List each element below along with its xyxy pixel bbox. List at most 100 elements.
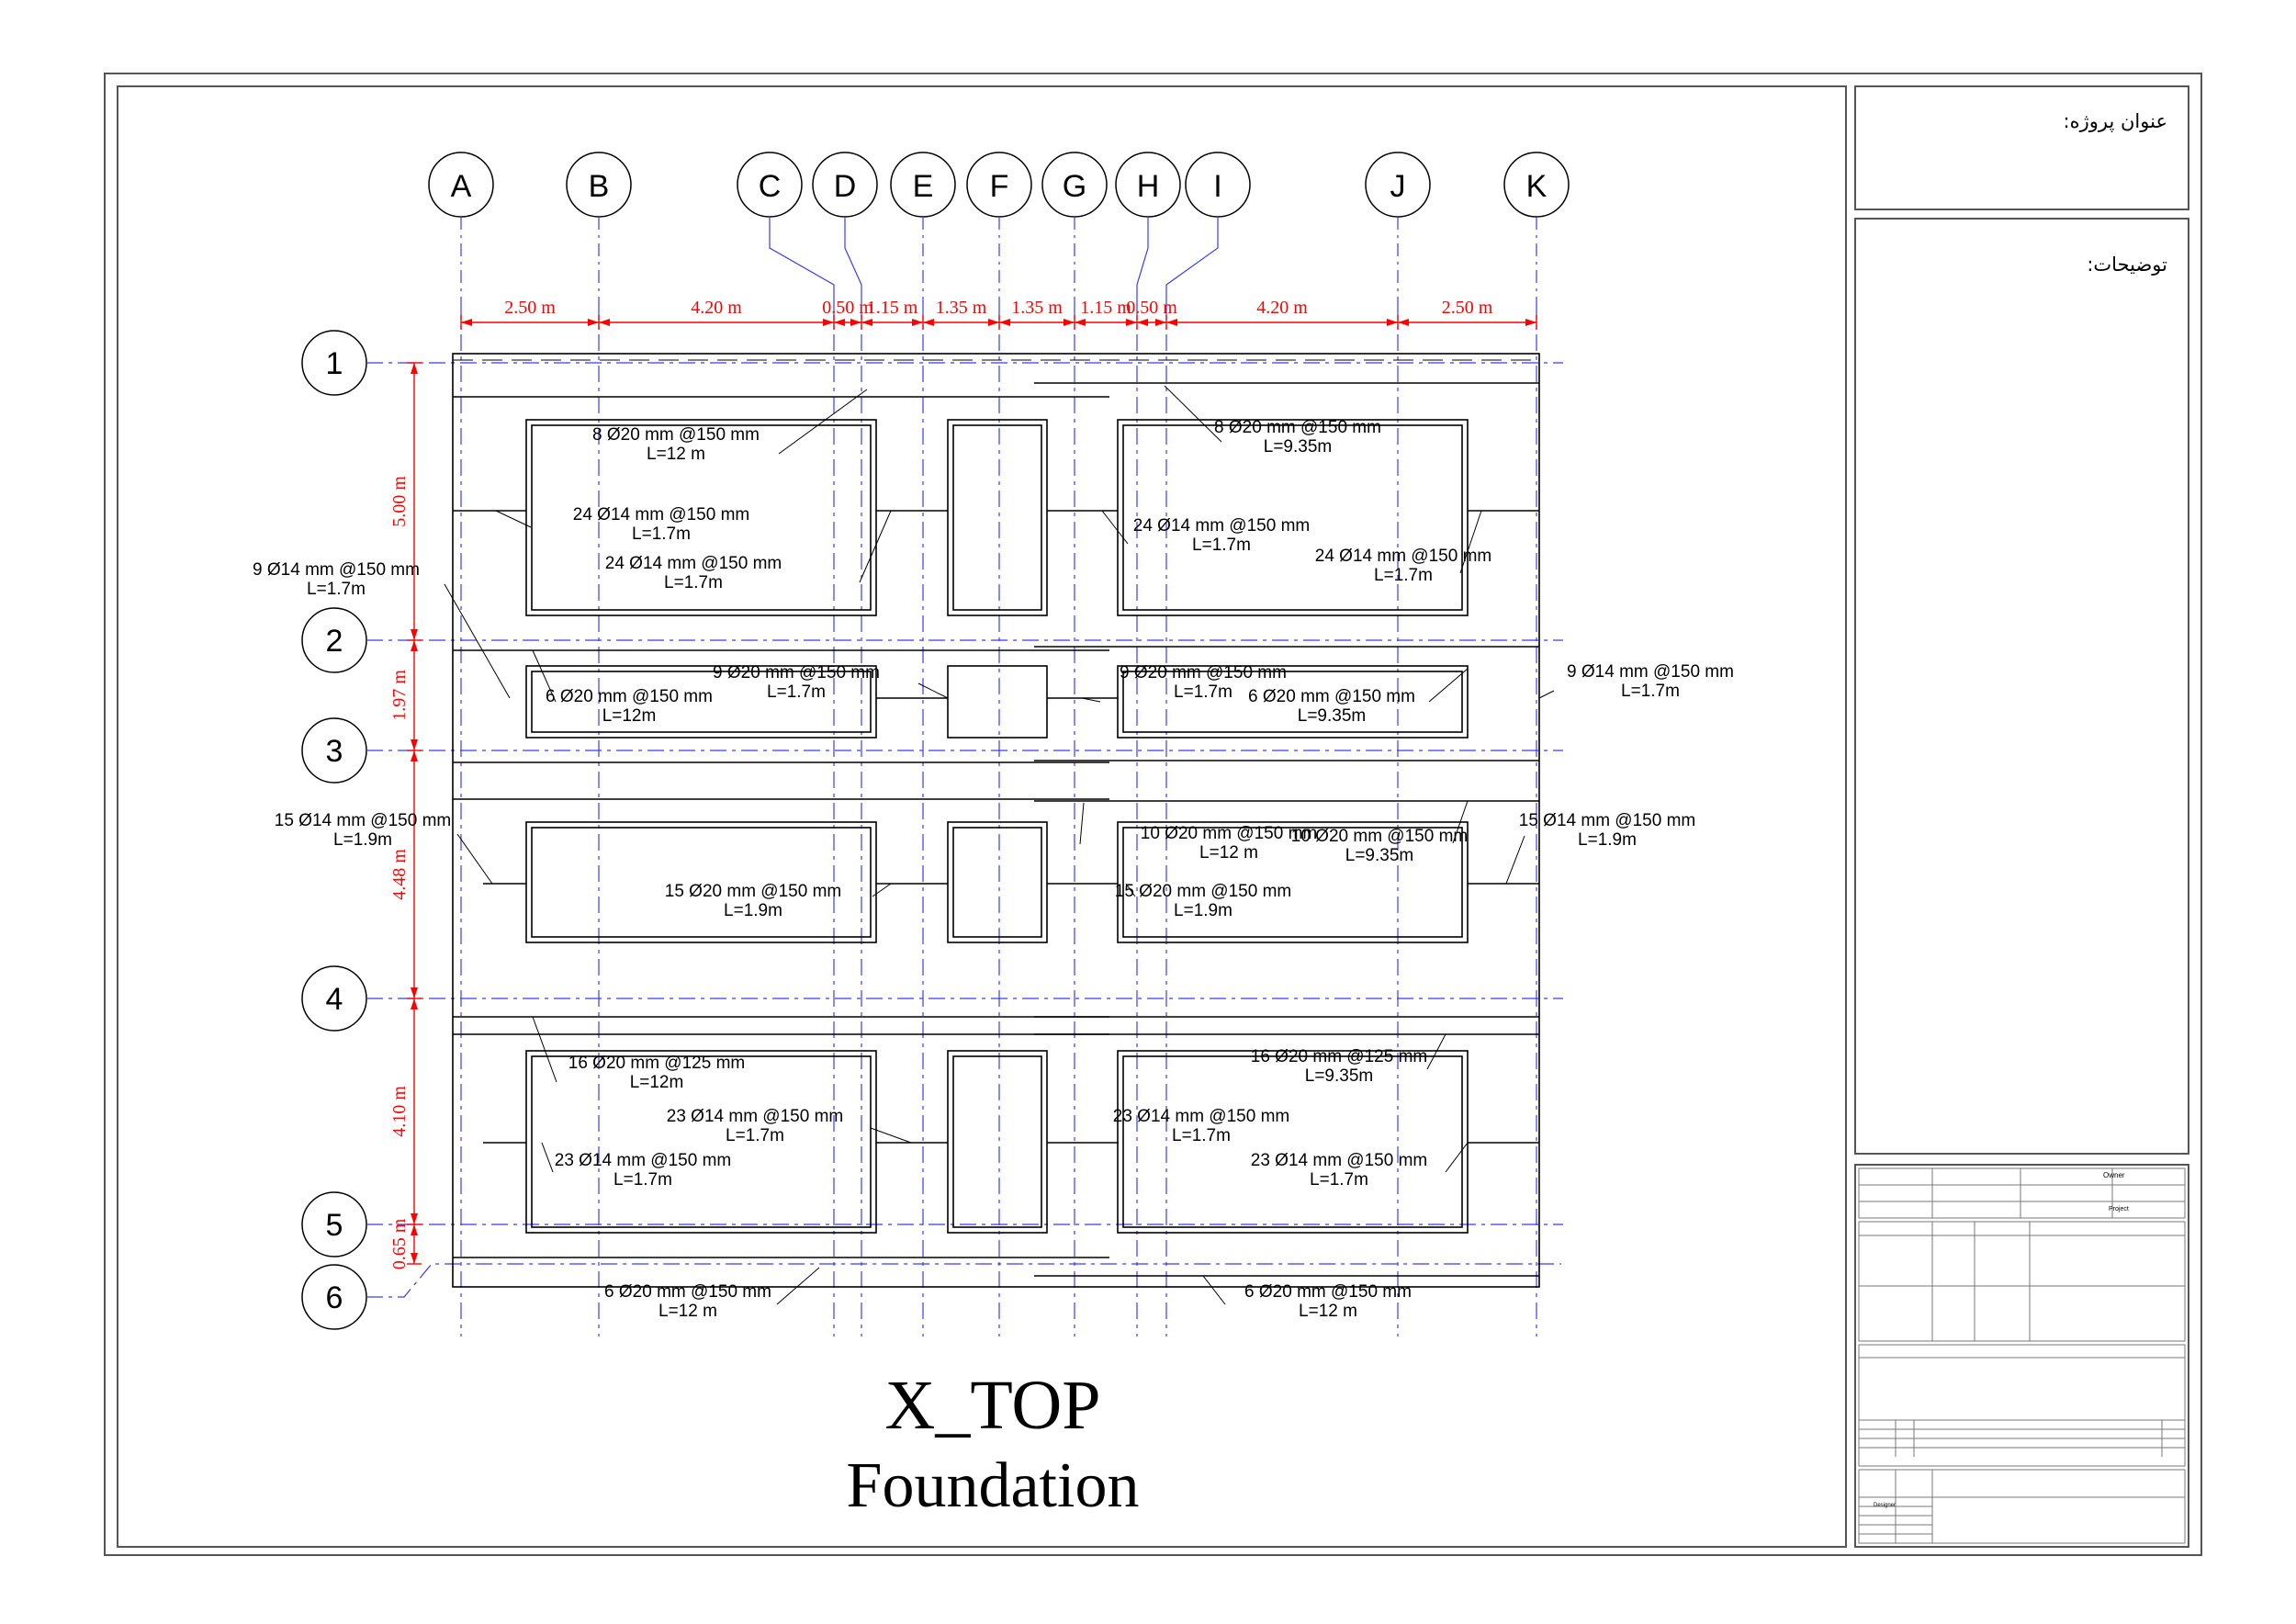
- title-block-table: [1858, 1167, 2186, 1544]
- axis-e: E: [890, 152, 956, 1336]
- dimension-arrow: [411, 363, 418, 374]
- rebar-leader: [778, 389, 868, 455]
- rebar-leader: [917, 682, 949, 699]
- rebar-spec: 24 Ø14 mm @150 mm: [1315, 547, 1491, 566]
- dimension-label: 1.35 m: [1011, 298, 1063, 318]
- axis-label: D: [834, 169, 857, 204]
- axis-label: 5: [326, 1208, 343, 1243]
- axis-5: 5: [301, 1191, 1563, 1257]
- dimension-arrow: [1387, 319, 1398, 326]
- rebar-leader: [1428, 668, 1469, 703]
- footing-inner: [952, 1055, 1042, 1228]
- footing-inner: [531, 1055, 872, 1228]
- top-dimension: 4.20 m: [1165, 298, 1398, 330]
- rebar-length: L=12 m: [658, 1302, 717, 1321]
- dimension-arrow: [411, 739, 418, 750]
- rebar-length: L=9.35m: [1298, 706, 1366, 726]
- rebar-annotation: 6 Ø20 mm @150 mmL=12 m: [1244, 1282, 1412, 1321]
- rebar-leader: [1426, 1033, 1446, 1070]
- rebar-length: L=1.9m: [1174, 901, 1232, 920]
- axis-b: B: [566, 152, 632, 1336]
- dimension-arrow: [861, 319, 872, 326]
- axis-leader: [769, 217, 835, 303]
- footing-outer: [1117, 821, 1469, 943]
- rebar-length: L=1.9m: [724, 901, 782, 920]
- footing-right-2: [1117, 665, 1469, 739]
- rebar-leader: [1164, 385, 1222, 443]
- axis-h: H: [1115, 152, 1181, 1336]
- axis-label: C: [759, 169, 782, 204]
- rebar-length: L=1.7m: [1192, 536, 1251, 555]
- rebar-spec: 8 Ø20 mm @150 mm: [592, 425, 760, 445]
- left-dimension: 1.97 m: [389, 639, 422, 750]
- dimension-label: 1.15 m: [867, 298, 918, 318]
- rebar-leader: [1459, 510, 1482, 574]
- rebar-spec: 16 Ø20 mm @125 mm: [568, 1054, 745, 1073]
- rebar-annotation: 24 Ø14 mm @150 mmL=1.7m: [1315, 547, 1491, 585]
- rebar-leader: [872, 883, 892, 897]
- rebar-length: L=1.7m: [632, 524, 691, 544]
- title-block-designer-label: Designer: [1874, 1503, 1896, 1508]
- rebar-leader: [1505, 835, 1525, 885]
- rebar-spec: 9 Ø20 mm @150 mm: [1120, 663, 1287, 682]
- dimension-arrow: [1126, 319, 1137, 326]
- rebar-leader: [1125, 883, 1136, 897]
- footing-outer: [1117, 665, 1469, 739]
- footing-left-1: [525, 419, 877, 616]
- rebar-leader: [1538, 690, 1555, 699]
- rebar-annotation: 15 Ø20 mm @150 mmL=1.9m: [1115, 882, 1291, 920]
- rebar-spec: 6 Ø20 mm @150 mm: [546, 687, 713, 706]
- drawing-frame: [117, 85, 1847, 1548]
- rebar-annotation: 24 Ø14 mm @150 mmL=1.7m: [573, 505, 749, 544]
- footing-outer: [525, 1050, 877, 1234]
- axis-label: G: [1063, 169, 1086, 204]
- footing-mid-3: [947, 821, 1048, 943]
- axis-label: E: [913, 169, 934, 204]
- description-label: توضیحات:: [2087, 254, 2167, 276]
- dimension-label: 2.50 m: [504, 298, 556, 318]
- rebar-annotation: 6 Ø20 mm @150 mmL=12m: [546, 687, 713, 726]
- rebar-spec: 15 Ø14 mm @150 mm: [275, 811, 451, 830]
- footing-inner: [1122, 424, 1463, 611]
- rebar-leaders: [444, 385, 1555, 1305]
- rebar-spec: 15 Ø14 mm @150 mm: [1519, 811, 1695, 830]
- rebar-annotation: 24 Ø14 mm @150 mmL=1.7m: [605, 554, 782, 592]
- axis-label: F: [990, 169, 1009, 204]
- rebar-annotation: 9 Ø20 mm @150 mmL=1.7m: [713, 663, 880, 702]
- rebar-spec: 23 Ø14 mm @150 mm: [1251, 1151, 1427, 1170]
- footing-outer: [947, 821, 1048, 943]
- footing-outer: [1117, 419, 1469, 616]
- axis-label: H: [1137, 169, 1160, 204]
- dimension-arrow: [588, 319, 599, 326]
- project-title-label: عنوان پروژه:: [2063, 110, 2167, 132]
- dimension-arrow: [411, 750, 418, 761]
- rebar-length: L=1.7m: [1374, 566, 1433, 585]
- rebar-length: L=12 m: [647, 445, 705, 464]
- dimension-arrow: [411, 1224, 418, 1235]
- axis-label: 6: [326, 1280, 343, 1315]
- drawing-subtitle: Foundation: [847, 1450, 1140, 1521]
- rebar-length: L=1.9m: [333, 830, 392, 850]
- axis-g: G: [1041, 152, 1108, 1336]
- rebar-leader: [1081, 697, 1101, 703]
- top-dimension: 1.15 m: [1074, 298, 1137, 330]
- rebar-annotation: 6 Ø20 mm @150 mmL=9.35m: [1248, 687, 1415, 726]
- rebar-annotation: 15 Ø20 mm @150 mmL=1.9m: [665, 882, 841, 920]
- footing-outer: [525, 419, 877, 616]
- dimension-label: 1.97 m: [389, 670, 410, 721]
- dimension-arrow: [411, 987, 418, 998]
- top-dimension: 4.20 m: [598, 298, 834, 330]
- rebar-spec: 24 Ø14 mm @150 mm: [1133, 516, 1310, 536]
- rebar-leader: [495, 510, 532, 528]
- axis-label: I: [1213, 169, 1221, 204]
- dimension-arrow: [1064, 319, 1075, 326]
- rebar-leader: [1101, 510, 1129, 545]
- footing-mid-4: [947, 1050, 1048, 1234]
- rebar-length: L=9.35m: [1345, 846, 1413, 865]
- axis-label: 2: [326, 624, 343, 659]
- footing-right-4: [1117, 1050, 1469, 1234]
- top-dimension: 1.35 m: [998, 298, 1075, 330]
- title-block-project-frame: [1854, 85, 2189, 210]
- rebar-annotation: 23 Ø14 mm @150 mmL=1.7m: [555, 1151, 731, 1190]
